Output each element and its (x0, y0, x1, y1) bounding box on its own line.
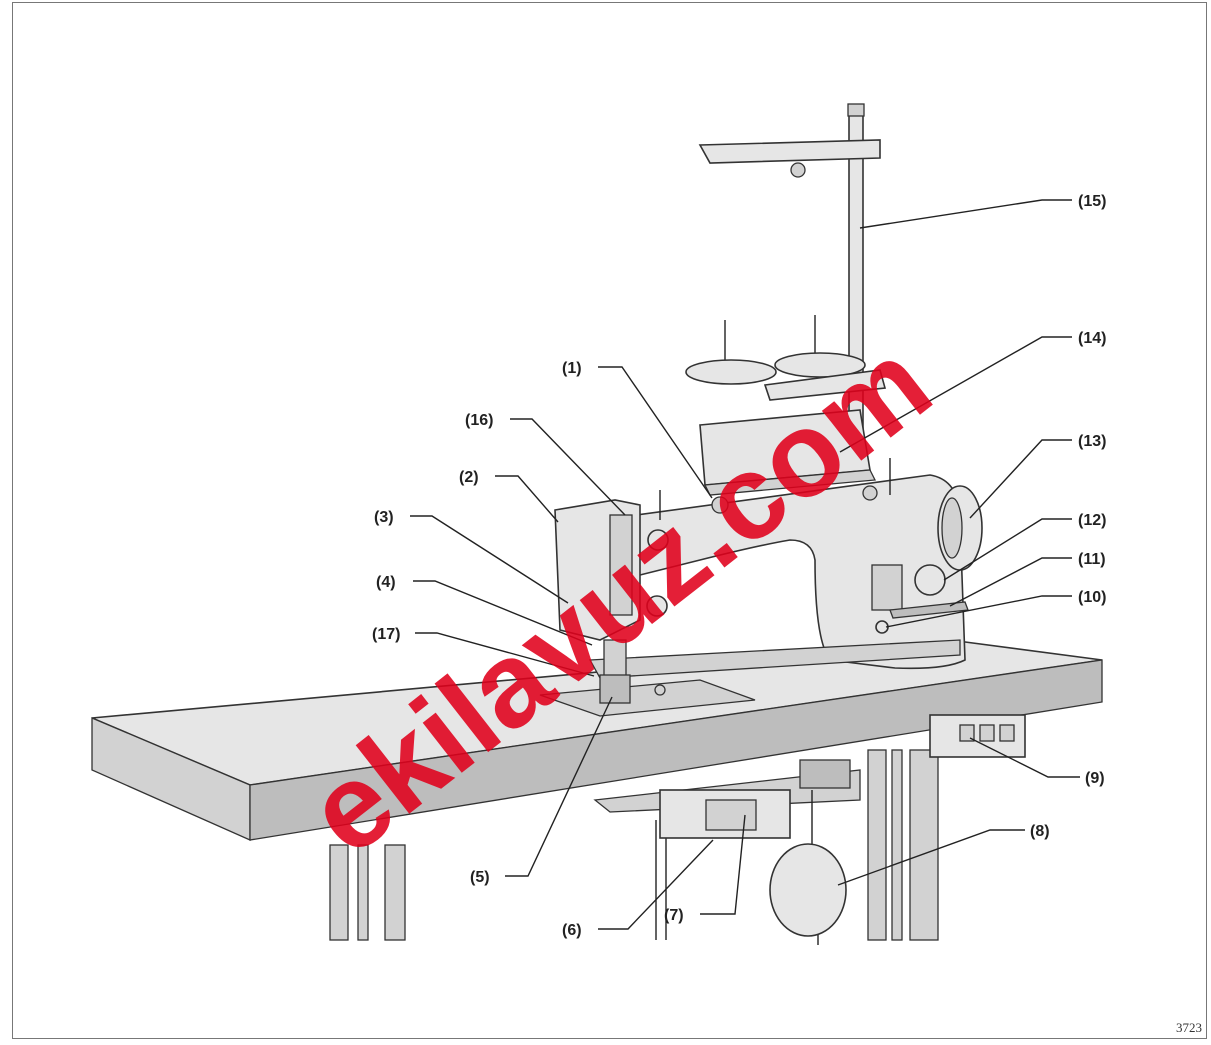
callout-label-8: (8) (1030, 823, 1050, 840)
callout-labels: (1) (2) (3) (4) (5) (6) (7) (8) (9) (10)… (372, 193, 1106, 939)
callout-label-1: (1) (562, 360, 582, 377)
callout-label-7: (7) (664, 907, 684, 924)
callout-label-12: (12) (1078, 512, 1106, 529)
callout-label-10: (10) (1078, 589, 1106, 606)
figure-code: 3723 (1176, 1020, 1202, 1035)
belt-cover-plate (699, 409, 877, 496)
callout-leaders (410, 199, 1080, 930)
callout-label-14: (14) (1078, 330, 1106, 347)
callout-label-17: (17) (372, 626, 400, 643)
table-legs (329, 749, 939, 941)
power-switch-box (929, 714, 1026, 758)
callout-label-6: (6) (562, 922, 582, 939)
callout-label-5: (5) (470, 869, 490, 886)
callout-label-2: (2) (459, 469, 479, 486)
control-box (593, 759, 861, 880)
callout-label-4: (4) (376, 574, 396, 591)
callout-label-15: (15) (1078, 193, 1106, 210)
machine-body (554, 458, 983, 704)
knee-lifter-pedal (769, 843, 847, 945)
callout-label-9: (9) (1085, 770, 1105, 787)
callout-label-13: (13) (1078, 433, 1106, 450)
callout-label-16: (16) (465, 412, 493, 429)
callout-label-11: (11) (1078, 551, 1106, 568)
table-top (91, 639, 1103, 841)
thread-stand (685, 103, 887, 439)
callout-label-3: (3) (374, 509, 394, 526)
